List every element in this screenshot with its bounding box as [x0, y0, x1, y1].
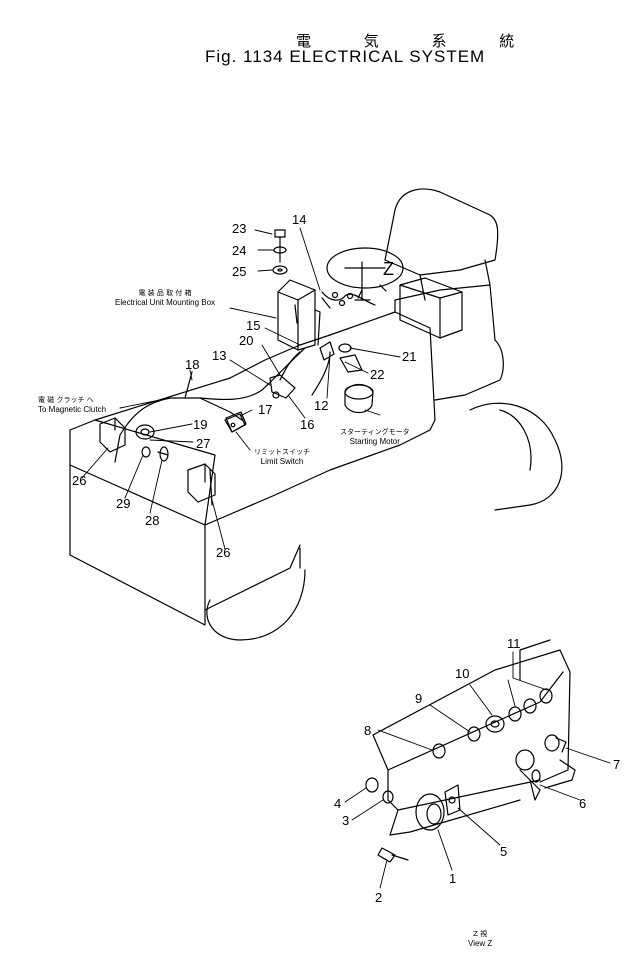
view-z-en: View Z	[468, 939, 493, 948]
magnetic-clutch-jp: 電 磁 クラッチ へ	[38, 396, 94, 404]
view-z-caption: Z 視 View Z	[468, 930, 492, 948]
part-number-16: 16	[300, 417, 315, 432]
washer-24	[273, 246, 287, 254]
meter-10	[485, 715, 505, 733]
dashboard-panel-view-z	[372, 639, 576, 836]
electrical-unit-mounting-box	[277, 279, 321, 351]
washer-3	[382, 790, 394, 804]
light-26-right	[187, 463, 216, 506]
washer-25	[272, 265, 288, 275]
magnetic-clutch-en: To Magnetic Clutch	[38, 405, 107, 414]
part-number-18: 18	[185, 357, 200, 372]
part-number-20: 20	[239, 333, 254, 348]
limit-switch-jp: リミットスイッチ	[254, 448, 310, 456]
leader-lines-view-z	[344, 651, 611, 889]
part-number-4: 4	[334, 796, 342, 811]
lamps-11	[508, 688, 553, 722]
part-number-12: 12	[314, 398, 329, 413]
part-number-2: 2	[375, 890, 383, 905]
lamp-8	[432, 743, 446, 759]
electrical-unit-mounting-box-jp: 電 装 品 取 付 箱	[138, 289, 192, 297]
part-number-6: 6	[579, 796, 587, 811]
starting-motor-jp: スターティングモータ	[340, 428, 410, 436]
part-number-10: 10	[455, 666, 470, 681]
steering-wheel	[326, 247, 404, 301]
limit-switch	[225, 411, 247, 433]
part-number-21: 21	[402, 349, 417, 364]
switch-7	[544, 734, 567, 753]
seat	[384, 188, 499, 301]
wiring-harness-14	[321, 284, 387, 309]
electrical-unit-mounting-box-en: Electrical Unit Mounting Box	[115, 298, 216, 307]
part-number-25: 25	[232, 264, 247, 279]
limit-switch-en: Limit Switch	[260, 457, 304, 466]
starting-motor	[344, 383, 374, 414]
lamp-9	[467, 726, 481, 742]
part-number-9: 9	[415, 691, 423, 706]
part-number-22: 22	[370, 367, 385, 382]
nut-4	[365, 777, 379, 793]
part-number-11: 11	[507, 636, 521, 651]
light-26-left	[99, 417, 126, 453]
part-number-3: 3	[342, 813, 350, 828]
vehicle-body-outline	[69, 259, 504, 641]
battery-box	[399, 277, 463, 339]
view-z-jp: Z 視	[473, 930, 488, 938]
key-switch-1	[415, 793, 445, 831]
part-number-27: 27	[196, 436, 211, 451]
rear-wheel	[469, 402, 563, 511]
electrical-unit-mounting-box-note: 電 装 品 取 付 箱 Electrical Unit Mounting Box	[115, 289, 215, 307]
title-japanese: 電 気 系 統	[296, 32, 539, 50]
part-number-17: 17	[258, 402, 273, 417]
bolt-28	[157, 446, 169, 462]
part-number-29: 29	[116, 496, 131, 511]
part-number-23: 23	[232, 221, 247, 236]
harness-20	[269, 351, 301, 399]
clutch-connector-19	[135, 424, 155, 440]
starting-motor-en: Starting Motor	[349, 437, 400, 446]
starting-motor-note: スターティングモータ Starting Motor	[340, 428, 410, 446]
part-number-1: 1	[449, 871, 457, 886]
switch-6	[515, 749, 541, 801]
view-z-marker: Z	[383, 259, 394, 279]
part-number-7: 7	[613, 757, 621, 772]
bolt-23	[274, 229, 286, 263]
washer-29	[141, 446, 151, 458]
part-number-8: 8	[364, 723, 372, 738]
part-number-5: 5	[500, 844, 508, 859]
leader-lines-main	[81, 227, 401, 550]
part-number-28: 28	[145, 513, 160, 528]
part-number-26-left: 26	[72, 473, 87, 488]
figure-title: Fig. 1134 ELECTRICAL SYSTEM	[205, 47, 486, 66]
part-number-15: 15	[246, 318, 261, 333]
part-number-26-right: 26	[216, 545, 231, 560]
screw-2	[377, 847, 409, 863]
part-number-19: 19	[193, 417, 208, 432]
limit-switch-note: リミットスイッチ Limit Switch	[254, 448, 310, 466]
part-number-24: 24	[232, 243, 247, 258]
part-number-13: 13	[212, 348, 227, 363]
part-number-14: 14	[292, 212, 307, 227]
magnetic-clutch-note: 電 磁 クラッチ へ To Magnetic Clutch	[38, 396, 106, 414]
